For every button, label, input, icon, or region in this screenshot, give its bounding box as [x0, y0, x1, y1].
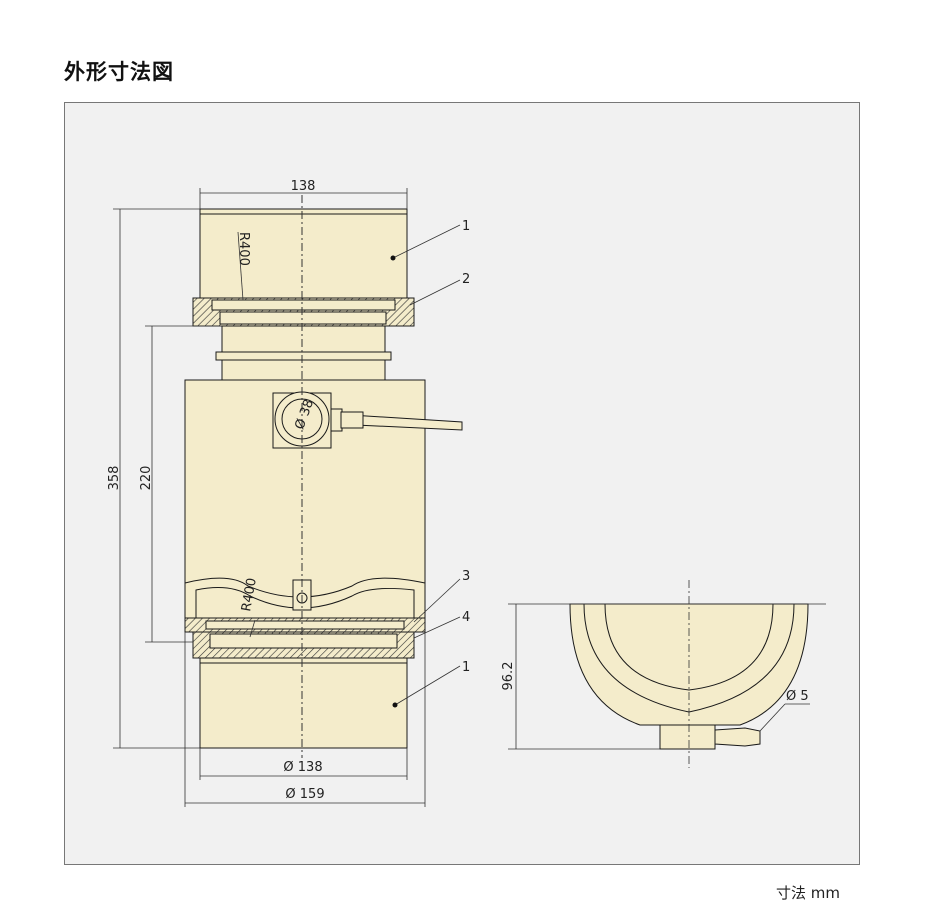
dim-bottom-138: Ø 138	[283, 760, 322, 775]
dim-inner-height: 220	[139, 466, 154, 491]
dim-top-width: 138	[291, 179, 316, 194]
part-label-1-top: 1	[462, 219, 470, 234]
page-title: 外形寸法図	[64, 60, 174, 84]
part-label-2: 2	[462, 272, 470, 287]
dim-overall-height: 358	[107, 466, 122, 491]
radius-bottom-label: R400	[239, 577, 260, 613]
top-cap	[199, 208, 408, 299]
part-label-3: 3	[462, 569, 470, 584]
bottom-cap	[199, 657, 408, 749]
cable-dia-label: Ø 5	[786, 689, 809, 704]
neck	[221, 325, 386, 353]
side-view-base	[659, 724, 716, 750]
part-label-1-bottom: 1	[462, 660, 470, 675]
dim-side-height: 96.2	[501, 662, 516, 691]
radius-top-label: R400	[236, 232, 251, 266]
unit-note: 寸法 mm	[776, 884, 840, 902]
dim-bottom-159: Ø 159	[285, 787, 324, 802]
part-label-4: 4	[462, 610, 470, 625]
